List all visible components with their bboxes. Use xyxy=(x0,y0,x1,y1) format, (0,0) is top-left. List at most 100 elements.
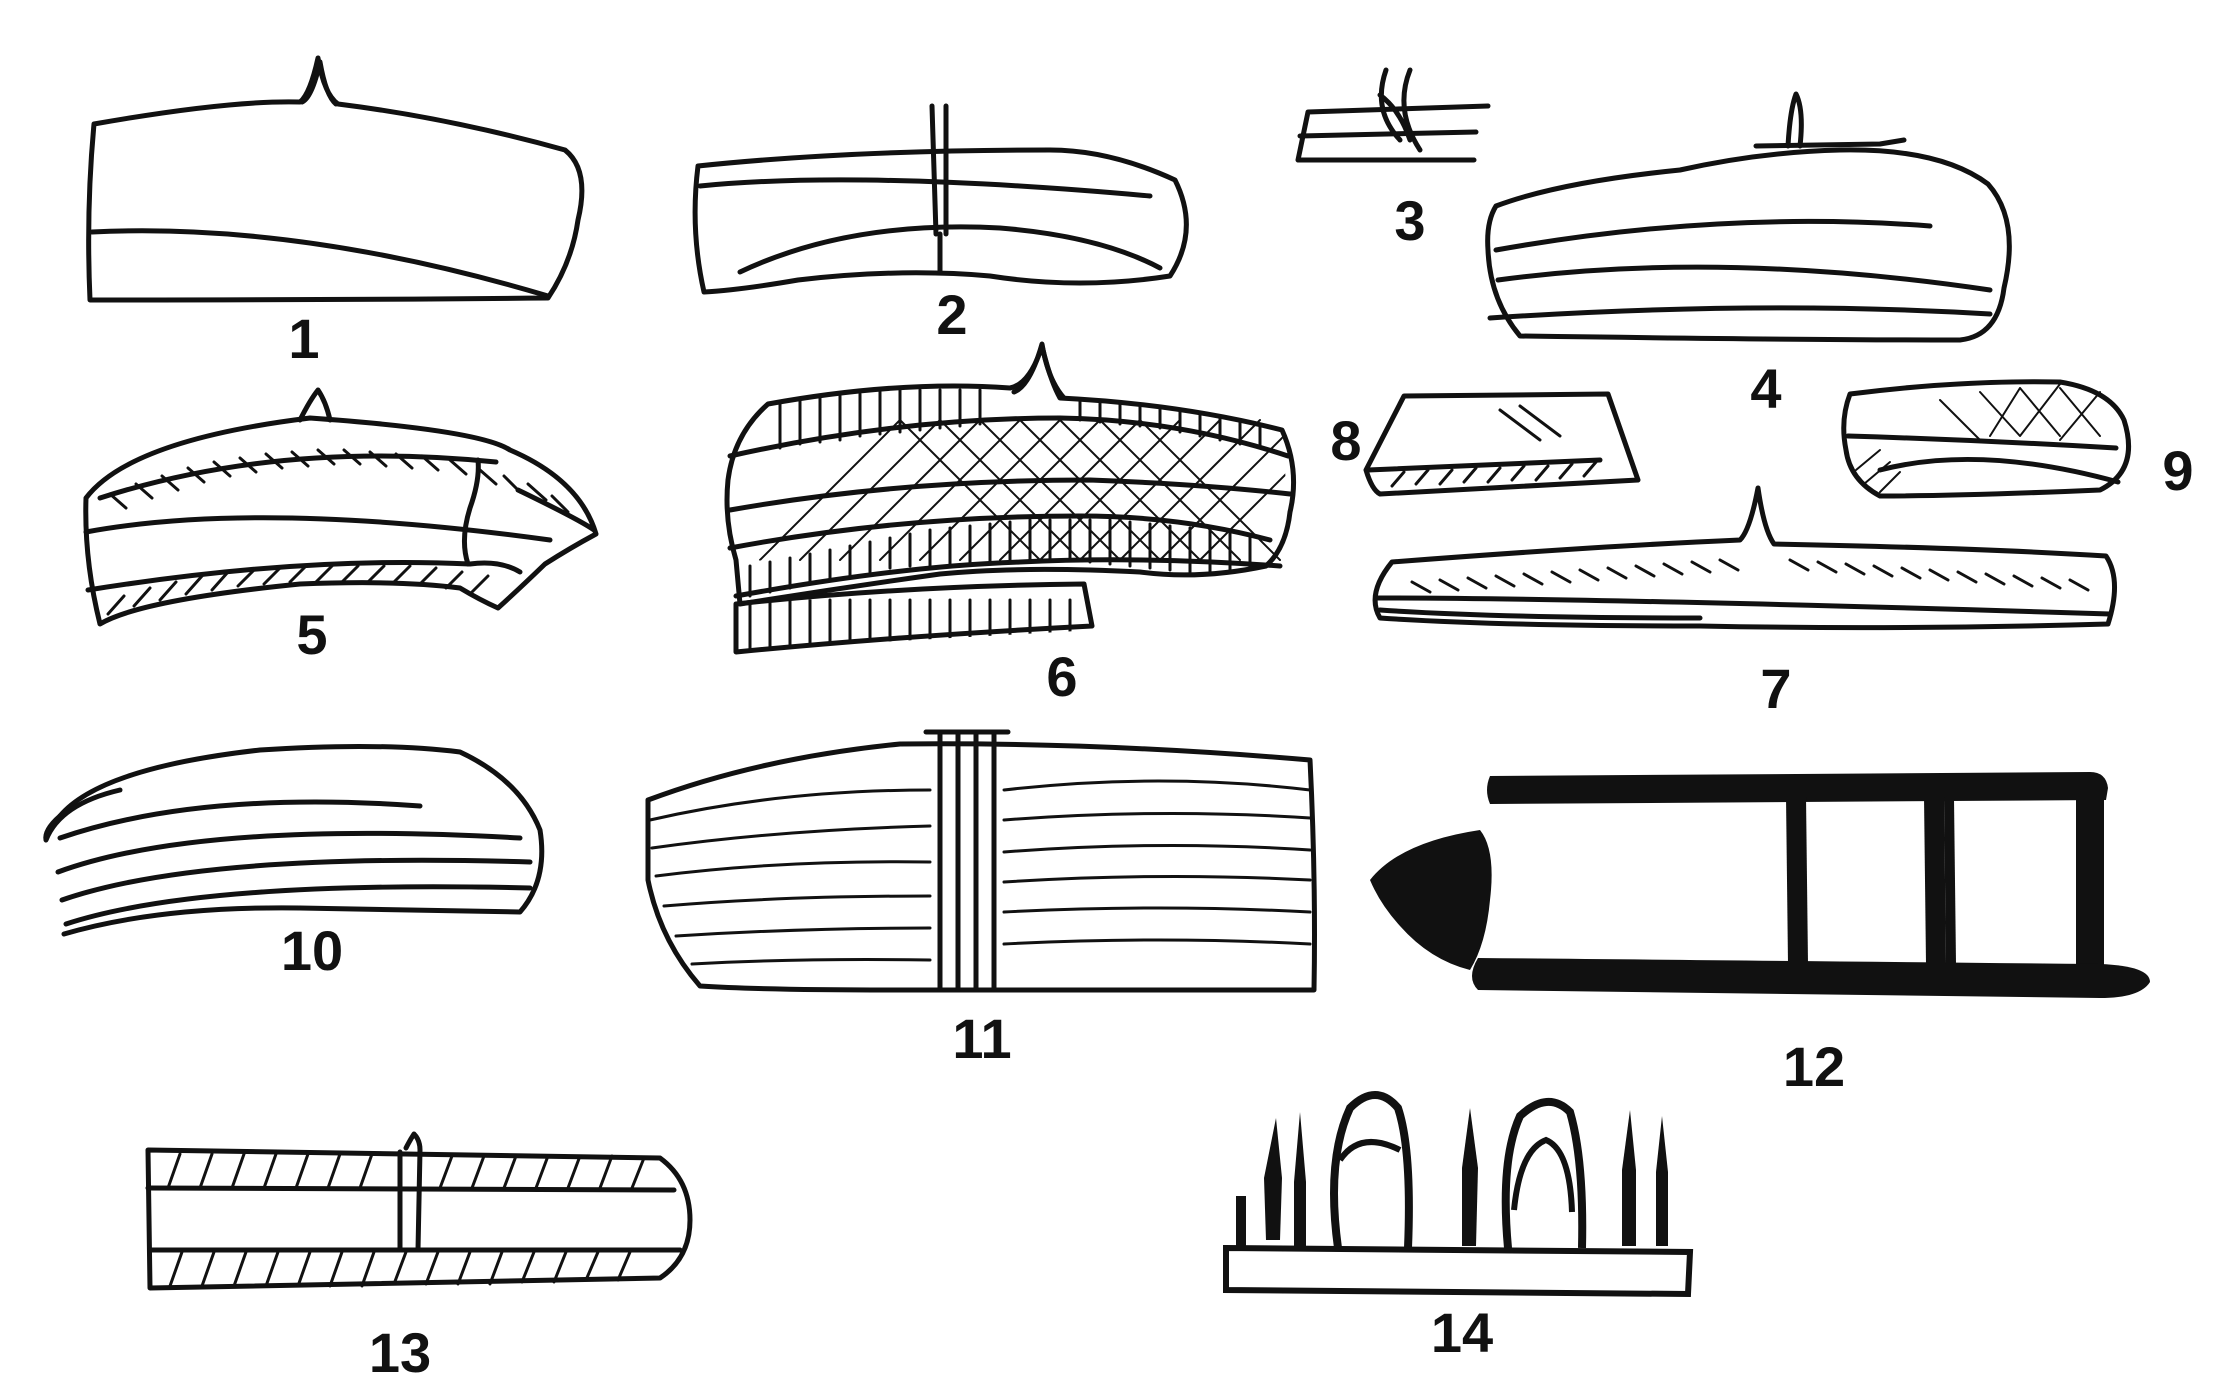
bottom-rail xyxy=(1472,958,2150,998)
boat-figure-4 xyxy=(1485,91,2012,343)
figure-strokes xyxy=(1377,67,1423,153)
stern-post xyxy=(2076,788,2104,984)
hull-outline xyxy=(1372,485,2118,631)
hull-line-2 xyxy=(1877,457,2121,485)
boat-figure-1 xyxy=(86,55,585,303)
mast-line-1 xyxy=(929,103,939,237)
hull-base xyxy=(1223,1244,1694,1298)
hatching-lower-hull xyxy=(748,598,1072,650)
boat-figure-11 xyxy=(645,729,1317,993)
figure-label-1: 1 xyxy=(288,307,319,370)
figure-label-11: 11 xyxy=(952,1007,1011,1070)
hull-line xyxy=(1297,129,1479,139)
hull-outline xyxy=(1841,379,2132,499)
crew-figure-2 xyxy=(1501,1098,1587,1249)
hatching xyxy=(1410,558,2090,594)
hatching-bottom xyxy=(168,1250,632,1288)
boat-figure-12 xyxy=(1370,772,2150,998)
figure-label-13: 13 xyxy=(369,1321,431,1384)
mast xyxy=(403,1131,423,1253)
prow-spike xyxy=(299,59,339,107)
inner-lower-band xyxy=(85,559,523,593)
hatching-top xyxy=(778,388,1262,450)
boat-figure-8 xyxy=(1363,391,1641,497)
stripe-1 xyxy=(57,799,423,841)
boat-figure-6 xyxy=(724,341,1297,655)
hull-outline xyxy=(692,147,1189,295)
hull-line-1 xyxy=(1845,433,2119,451)
band-line-3 xyxy=(733,557,1283,599)
hull-outline xyxy=(645,741,1317,993)
hatching-bottom xyxy=(748,518,1252,598)
hull-line xyxy=(1365,457,1603,473)
figure-label-10: 10 xyxy=(281,919,343,982)
hull-stripes xyxy=(648,779,1312,966)
band-line-2 xyxy=(727,513,1273,551)
divider xyxy=(462,457,481,567)
figure-label-7: 7 xyxy=(1760,657,1791,720)
prow-spike xyxy=(1011,341,1067,401)
rib-2 xyxy=(1924,796,1946,964)
deck-line xyxy=(1753,137,1907,149)
rib-1 xyxy=(1786,796,1808,964)
boat-figure-5 xyxy=(83,387,599,627)
hull-outline xyxy=(145,1147,693,1291)
figure-label-5: 5 xyxy=(296,603,327,666)
inner-upper-band xyxy=(83,515,553,543)
boat-figure-14 xyxy=(1223,1091,1694,1298)
figure-label-9: 9 xyxy=(2162,439,2193,502)
boat-figure-3 xyxy=(1295,67,1491,163)
hull-outline xyxy=(83,415,599,627)
prow-curl xyxy=(43,787,123,843)
crew-figure-1-inner xyxy=(1337,1139,1402,1162)
hatching-bottom xyxy=(106,564,490,616)
stern-line xyxy=(515,487,597,533)
crosshatch xyxy=(1855,383,2101,493)
top-rail xyxy=(1487,772,2108,804)
boat-figure-10 xyxy=(43,743,545,937)
hull-outline xyxy=(1485,147,2012,343)
hull-outline xyxy=(1363,391,1641,497)
hull-outline xyxy=(86,55,585,303)
crosshatch xyxy=(759,419,1291,561)
figure-label-6: 6 xyxy=(1046,645,1077,708)
upper-band xyxy=(145,1185,677,1193)
figure-label-14: 14 xyxy=(1431,1301,1493,1364)
gunwale-line xyxy=(697,177,1153,199)
figure-labels: 1 2 3 4 5 6 7 8 9 10 11 12 13 14 xyxy=(281,189,2194,1384)
stripe-2 xyxy=(1495,264,1993,293)
hull-line xyxy=(89,228,551,299)
figure-label-8: 8 xyxy=(1330,409,1361,472)
hatching xyxy=(1390,404,1598,488)
crew-figure-2-inner xyxy=(1511,1136,1575,1213)
boat-figure-7 xyxy=(1372,485,2118,631)
hull-outline xyxy=(57,743,545,937)
figure-label-4: 4 xyxy=(1750,357,1781,420)
boat-figure-9 xyxy=(1841,379,2132,499)
stripe-3 xyxy=(1487,305,1993,321)
crew-figure-1 xyxy=(1330,1091,1413,1249)
prow-shape xyxy=(1370,830,1492,970)
boat-figure-13 xyxy=(145,1131,693,1291)
stripe-4 xyxy=(63,884,533,927)
hull-outline xyxy=(1295,103,1491,163)
stripe-3 xyxy=(59,857,533,903)
hatching-top xyxy=(108,448,570,514)
figure-label-3: 3 xyxy=(1394,189,1425,252)
prow-spike xyxy=(297,387,333,423)
figure-label-2: 2 xyxy=(936,283,967,346)
hull-line xyxy=(737,224,1163,275)
stripe-1 xyxy=(1493,218,1933,253)
hatching-top xyxy=(166,1152,646,1190)
mast-tip xyxy=(1785,91,1804,149)
oar-strokes xyxy=(1236,1108,1668,1246)
figure-label-12: 12 xyxy=(1783,1035,1845,1098)
hull-line-2 xyxy=(1377,607,1703,621)
rib-2b xyxy=(1944,798,1956,964)
hull-line xyxy=(1373,595,2113,617)
boat-figure-2 xyxy=(692,103,1189,295)
stripe-2 xyxy=(55,830,523,875)
inner-upper-band-2 xyxy=(97,453,499,501)
band-line-1 xyxy=(727,415,1291,459)
